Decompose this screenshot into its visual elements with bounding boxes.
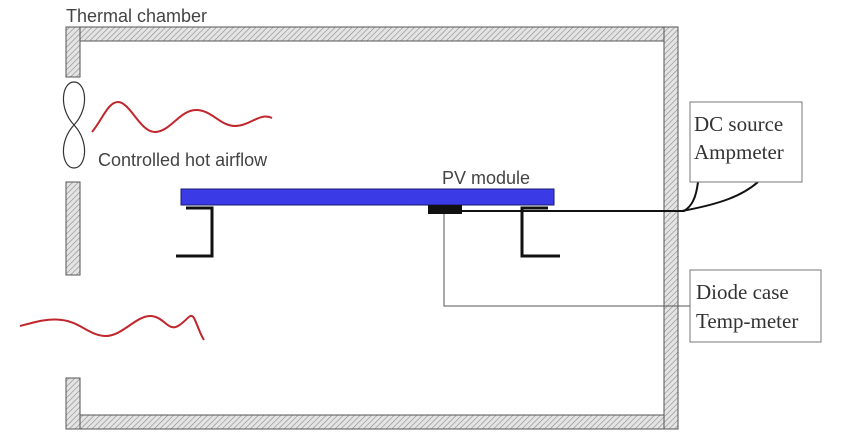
left-wall-upper <box>65 26 81 78</box>
wire-diode-to-temp-meter <box>443 214 690 307</box>
right-support-bracket <box>520 206 560 258</box>
left-wall-lower <box>65 377 81 430</box>
right-wall <box>663 26 679 430</box>
fan-icon <box>62 81 86 169</box>
chamber-walls <box>65 26 679 430</box>
hot-airflow-wave-lower <box>19 314 205 341</box>
wire-dc-source-return <box>548 181 759 212</box>
dc-source-ampmeter-box <box>689 101 803 183</box>
chamber-title: Thermal chamber <box>66 6 207 26</box>
bottom-wall <box>65 414 679 430</box>
temp-meter-label: Temp-meter <box>696 309 798 333</box>
hot-airflow-wave-upper <box>91 100 273 134</box>
ampmeter-label: Ampmeter <box>694 140 784 164</box>
pv-module-assembly <box>176 188 560 258</box>
left-wall-middle <box>65 181 81 276</box>
top-wall <box>65 26 679 42</box>
pv-module-label: PV module <box>442 168 530 188</box>
left-support-bracket <box>176 206 214 258</box>
diode-temp-meter-box <box>689 269 822 343</box>
diode-case <box>428 205 462 214</box>
diode-case-label: Diode case <box>696 280 789 304</box>
wiring <box>443 181 759 307</box>
airflow-label: Controlled hot airflow <box>98 150 268 170</box>
dc-source-label: DC source <box>694 112 783 136</box>
pv-module <box>180 188 555 206</box>
